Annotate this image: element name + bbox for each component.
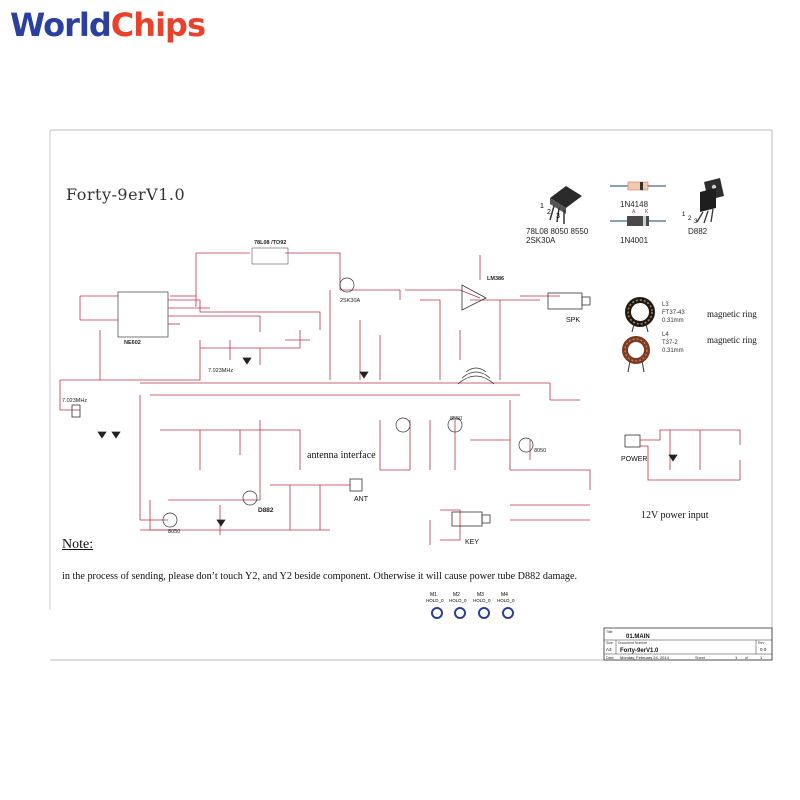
u2-label: NE602 [124, 340, 141, 346]
svg-text:K: K [645, 209, 649, 215]
diode-symbols [97, 357, 678, 527]
crystal-y1 [71, 404, 81, 418]
svg-text:1: 1 [540, 203, 544, 210]
hole-m2-sub: HOLD_0 [449, 598, 467, 603]
tb-rev: 0.0 [760, 647, 767, 652]
svg-text:2: 2 [688, 216, 692, 222]
q1-label: 2SK30A [340, 298, 361, 304]
u3-label: LM386 [487, 276, 504, 282]
brand-logo: WorldChips [10, 6, 206, 44]
tb-title: 01.MAIN [626, 634, 650, 640]
diode-1n4148-label: 1N4148 [620, 200, 649, 209]
schematic-title: Forty-9erV1.0 [66, 185, 186, 204]
toroid-l3: L3 FT37-43 0.31mm [625, 297, 685, 333]
y1-label: 7.023MHz [62, 398, 87, 404]
toroid-l3-label: magnetic ring [707, 309, 757, 319]
q3-label: 8050 [168, 529, 180, 535]
transistor-marks [162, 277, 534, 528]
tb-doc-label: Document Number [618, 641, 648, 645]
tb-doc: Forty-9erV1.0 [620, 648, 659, 654]
q4-label: 8050 [534, 448, 546, 454]
svg-text:A: A [632, 209, 636, 215]
toroid-l4-wire: 0.31mm [662, 348, 684, 354]
brand-part-world: World [10, 6, 112, 44]
to92-part-line1: 78L08 8050 8550 [526, 227, 589, 236]
diode-1n4001: A K 1N4001 [610, 209, 666, 245]
speaker-waves-icon [457, 367, 495, 385]
spk-label: SPK [566, 317, 581, 324]
tb-sheet-label: Sheet [695, 656, 706, 660]
svg-text:2: 2 [547, 209, 551, 216]
sheet-border [49, 129, 773, 661]
hole-m2-label: M2 [453, 592, 460, 598]
d882-label: D882 [258, 507, 274, 514]
tb-size: A3 [606, 647, 612, 652]
package-to92: 123 78L08 8050 8550 2SK30A [526, 186, 589, 245]
toroid-l4: L4 T37-2 0.31mm [622, 332, 684, 373]
hole-m1-label: M1 [430, 592, 437, 598]
diode-1n4148: 1N4148 [610, 181, 666, 209]
ant-label: ANT [354, 496, 368, 503]
antenna-interface-label: antenna interface [307, 450, 376, 461]
tb-of: 1 [760, 655, 763, 660]
note-text: in the process of sending, please don’t … [62, 571, 578, 582]
hole-m4-sub: HOLD_0 [497, 598, 515, 603]
brand-part-chips: Chips [110, 6, 206, 44]
tb-size-label: Size [606, 641, 613, 645]
toroid-l4-core: T37-2 [662, 340, 678, 346]
to126-label: D882 [688, 227, 708, 236]
title-block: Title 01.MAIN Size A3 Document Number Fo… [603, 627, 773, 661]
mounting-holes: M1 M2 M3 M4 HOLD_0 HOLD_0 HOLD_0 HOLD_0 [426, 592, 515, 619]
component-labels: 78L08 /TO92 NE602 LM386 7.023MHz 7.023MH… [62, 240, 546, 535]
svg-text:3: 3 [694, 219, 698, 225]
tb-title-label: Title [606, 630, 613, 634]
hole-m4-label: M4 [501, 592, 508, 598]
key-label: KEY [465, 539, 480, 546]
diode-1n4001-label: 1N4001 [620, 236, 649, 245]
hole-m1-sub: HOLD_0 [426, 598, 444, 603]
tb-date-label: Date: [606, 656, 614, 660]
schematic-wiring [59, 252, 741, 545]
y2-label: 7.023MHz [208, 368, 233, 374]
tb-rev-label: Rev [758, 641, 764, 645]
svg-text:1: 1 [682, 212, 686, 218]
hole-m3-label: M3 [477, 592, 484, 598]
power-input-label: 12V power input [641, 510, 709, 521]
toroid-l4-ref: L4 [662, 332, 669, 338]
tb-date: Monday, February 24, 2014 [620, 655, 670, 660]
toroid-l3-ref: L3 [662, 302, 669, 308]
power-label: POWER [621, 456, 648, 463]
note-heading: Note: [62, 537, 94, 552]
toroid-l3-core: FT37-43 [662, 310, 685, 316]
svg-text:3: 3 [556, 213, 560, 220]
toroid-l4-label: magnetic ring [707, 335, 757, 345]
tb-sheet: 1 [735, 655, 738, 660]
tb-of-label: of [745, 656, 749, 660]
toroid-l3-wire: 0.31mm [662, 318, 684, 324]
hole-m3-sub: HOLD_0 [473, 598, 491, 603]
to92-part-line2: 2SK30A [526, 236, 556, 245]
q5-label: 8550 [450, 416, 462, 422]
u1-label: 78L08 /TO92 [254, 240, 286, 246]
